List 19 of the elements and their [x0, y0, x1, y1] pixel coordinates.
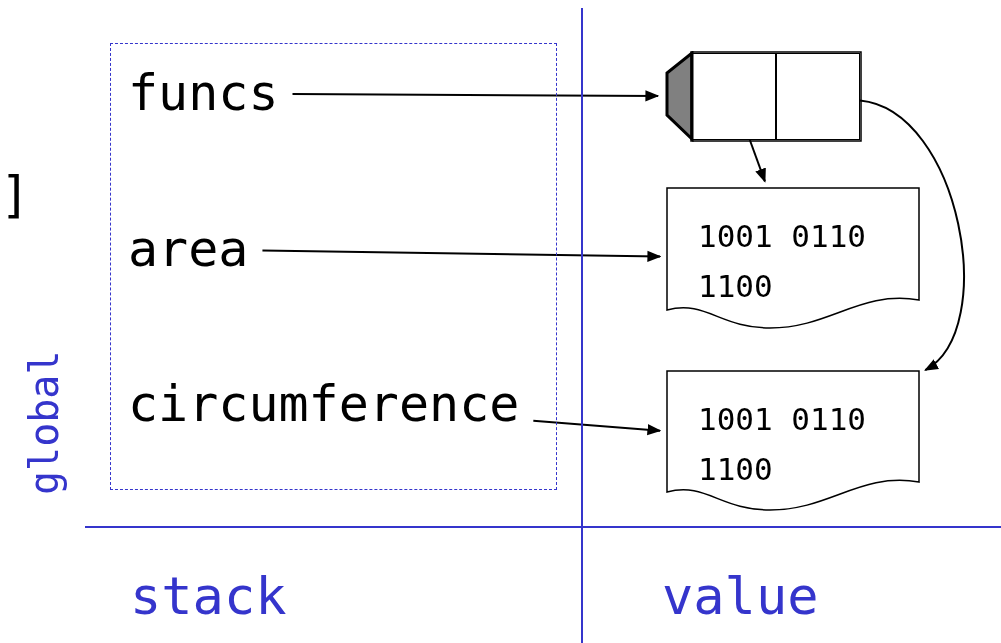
variable-name: circumference	[128, 377, 520, 432]
list-cell	[776, 53, 860, 140]
arrow	[291, 90, 660, 102]
region-label: value	[662, 568, 819, 626]
arrow	[532, 419, 662, 436]
frame-title: global	[22, 350, 66, 495]
region-label: stack	[130, 568, 287, 626]
list-cell	[692, 53, 776, 140]
variable-name: area	[128, 222, 249, 277]
binary-code: 1001 0110 1100	[698, 400, 867, 489]
arrow	[748, 139, 766, 183]
bracket-glyph: ]	[0, 168, 31, 223]
code-object	[666, 370, 920, 512]
arrow	[261, 249, 662, 262]
variable-name: funcs	[128, 66, 279, 121]
list-object	[664, 51, 862, 142]
arrow	[859, 99, 965, 372]
code-object	[666, 187, 920, 330]
binary-code: 1001 0110 1100	[698, 217, 867, 306]
